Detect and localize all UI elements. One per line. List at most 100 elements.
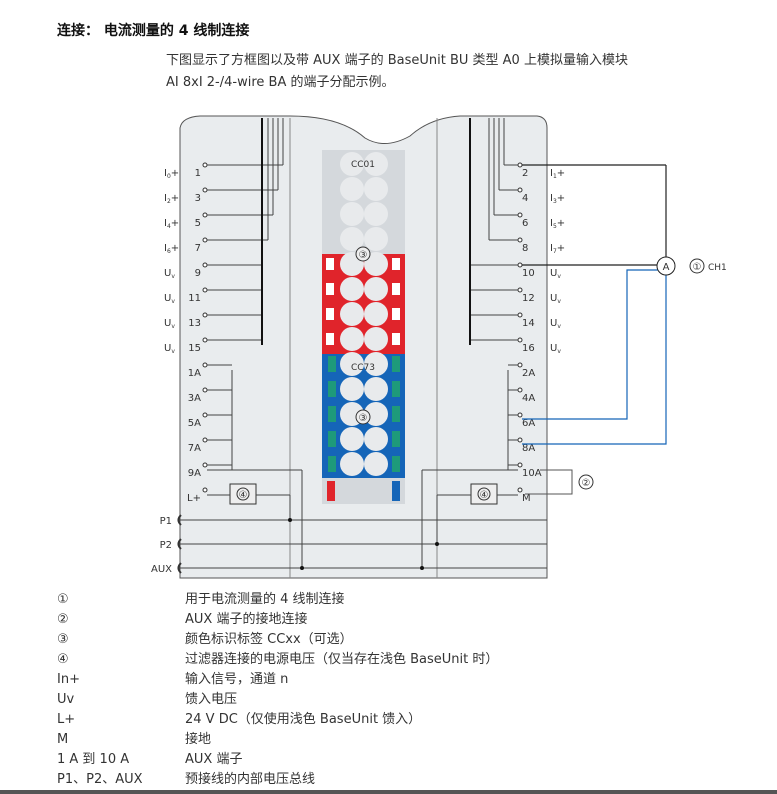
terminal-right <box>517 387 523 393</box>
label-circle <box>340 302 364 326</box>
terminal-right <box>517 412 523 418</box>
terminal-number: 6A <box>522 418 535 429</box>
legend-text: AUX 端子的接地连接 <box>185 612 308 627</box>
legend-text: 输入信号，通道 n <box>185 672 289 687</box>
legend-text: AUX 端子 <box>185 752 243 767</box>
signal-suffix: + <box>171 168 179 179</box>
label-circle <box>364 252 388 276</box>
terminal-number: 14 <box>522 318 535 329</box>
terminal-number: 10 <box>522 268 535 279</box>
signal-subscript: v <box>557 323 561 330</box>
green-tab <box>328 456 336 472</box>
label-circle <box>364 177 388 201</box>
label-circle <box>364 327 388 351</box>
legend-text: 颜色标识标签 CCxx（可选） <box>185 632 353 647</box>
filter-box <box>470 483 498 505</box>
intro-line: AI 8xI 2-/4-wire BA 的端子分配示例。 <box>166 75 395 90</box>
green-tab <box>328 406 336 422</box>
legend-key: ② <box>57 612 69 627</box>
bus-connector <box>177 538 182 550</box>
signal-suffix: + <box>557 218 565 229</box>
label-circle <box>340 277 364 301</box>
label-circle <box>364 302 388 326</box>
terminal-right <box>517 462 523 468</box>
terminal-number: 4 <box>522 193 528 204</box>
legend-text: 馈入电压 <box>185 692 238 707</box>
terminal-left <box>202 412 208 418</box>
callout-4-circle <box>477 487 491 501</box>
label-cc01: CC01 <box>351 160 375 170</box>
signal-subscript: 4 <box>167 223 171 230</box>
signal-label: I7+ <box>550 243 565 255</box>
terminal-right <box>517 362 523 368</box>
label-cc73: CC73 <box>351 363 375 373</box>
legend-text: 过滤器连接的电源电压（仅当存在浅色 BaseUnit 时） <box>185 652 499 667</box>
signal-subscript: 1 <box>553 173 557 180</box>
signal-subscript: v <box>557 273 561 280</box>
terminal-left <box>202 337 208 343</box>
signal-subscript: 7 <box>553 248 557 255</box>
green-tab <box>392 456 400 472</box>
label-circle <box>340 452 364 476</box>
signal-label: I6+ <box>164 243 179 255</box>
terminal-number: L+ <box>187 493 201 504</box>
blue-marker <box>392 481 400 501</box>
signal-suffix: + <box>557 243 565 254</box>
red-marker <box>327 481 335 501</box>
terminal-number: 3A <box>188 393 201 404</box>
terminal-right <box>517 262 523 268</box>
callout-3-circle <box>355 409 371 425</box>
terminal-right <box>517 312 523 318</box>
signal-suffix: + <box>171 193 179 204</box>
legend-key: P1、P2、AUX <box>57 772 143 787</box>
label-circle <box>364 277 388 301</box>
callout-1: ① <box>693 262 702 273</box>
bus-connector <box>177 562 182 574</box>
legend-text: 接地 <box>185 732 212 747</box>
label-circle <box>340 352 364 376</box>
terminal-left <box>202 312 208 318</box>
label-circle <box>364 377 388 401</box>
legend-row: ② AUX 端子的接地连接 <box>57 610 498 630</box>
label-circle <box>340 202 364 226</box>
terminal-left <box>202 187 208 193</box>
legend-key: L+ <box>57 712 76 727</box>
terminal-right <box>517 187 523 193</box>
label-circle <box>364 202 388 226</box>
wiring-diagram: CC01CC73③③1I0+3I2+5I4+7I6+9Uv11Uv13Uv15U… <box>151 115 727 579</box>
green-tab <box>392 431 400 447</box>
signal-subscript: 0 <box>167 173 171 180</box>
terminal-number: 8 <box>522 243 528 254</box>
signal-subscript: v <box>171 273 175 280</box>
signal-label: Uv <box>164 268 175 280</box>
terminal-number: 6 <box>522 218 528 229</box>
signal-label: I2+ <box>164 193 179 205</box>
terminal-number: 10A <box>522 468 542 479</box>
white-tab <box>326 258 334 270</box>
terminal-left <box>202 262 208 268</box>
legend-key: ③ <box>57 632 69 647</box>
terminal-left <box>202 462 208 468</box>
green-tab <box>392 406 400 422</box>
terminal-number: M <box>522 493 531 504</box>
legend-row: ③ 颜色标识标签 CCxx（可选） <box>57 630 498 650</box>
filter-box <box>229 483 257 505</box>
label-circle <box>340 227 364 251</box>
terminal-number: 12 <box>522 293 535 304</box>
label-circle <box>340 152 364 176</box>
signal-suffix: + <box>171 243 179 254</box>
terminal-right <box>517 212 523 218</box>
signal-subscript: 2 <box>167 198 171 205</box>
signal-subscript: v <box>557 298 561 305</box>
terminal-right <box>517 237 523 243</box>
terminal-number: 16 <box>522 343 535 354</box>
terminal-number: 8A <box>522 443 535 454</box>
green-tab <box>328 381 336 397</box>
callout-3: ③ <box>359 250 368 261</box>
terminal-left <box>202 212 208 218</box>
bus-label-aux: AUX <box>151 564 172 575</box>
label-circle <box>364 427 388 451</box>
green-tab <box>392 381 400 397</box>
